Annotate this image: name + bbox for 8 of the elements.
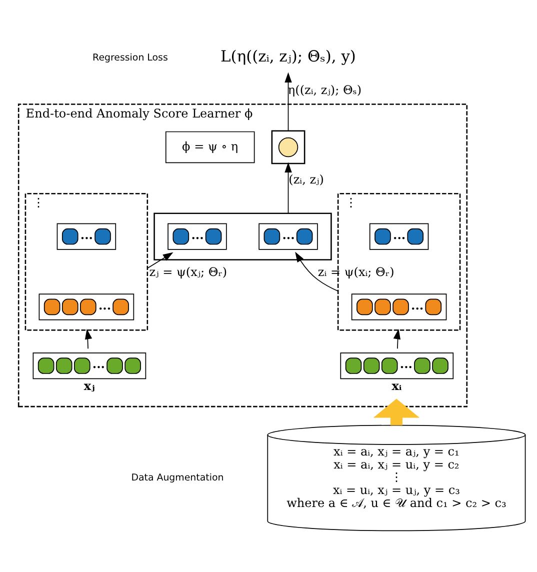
node-label: xᵢ [392,378,402,392]
edge-label: (zᵢ, zⱼ) [288,172,324,186]
edge-label: zⱼ = ψ(xⱼ; Θᵣ) [149,264,228,279]
edge-label: η((zᵢ, zⱼ); Θₛ) [288,82,362,97]
label: Regression Loss [92,52,168,63]
node-label: xⱼ [84,378,95,392]
label: Data Augmentation [131,472,224,483]
node-text: L(η((zᵢ, zⱼ); Θₛ), y) [220,47,356,66]
